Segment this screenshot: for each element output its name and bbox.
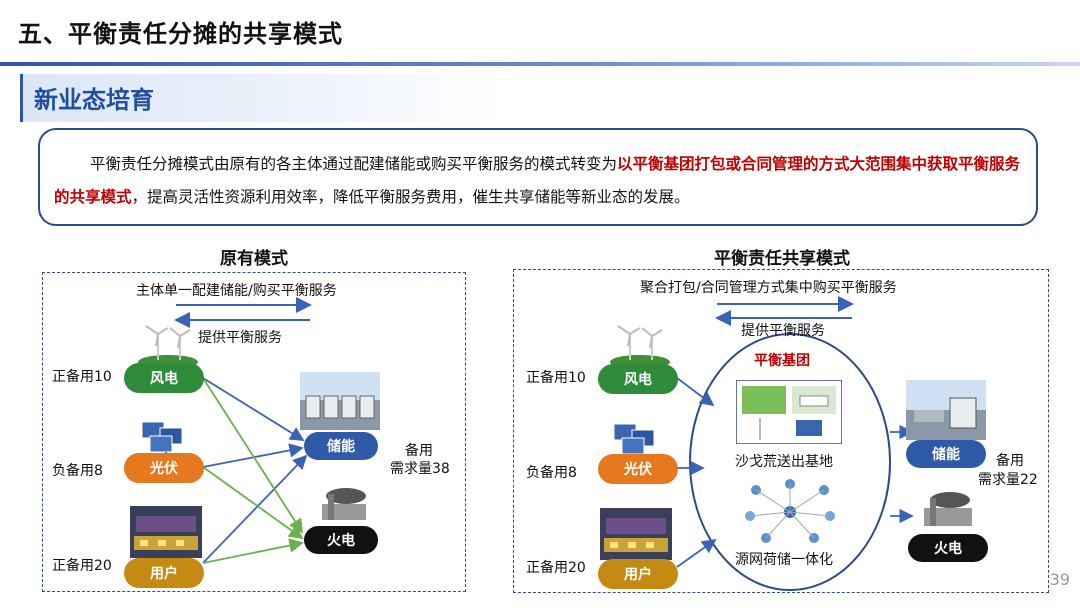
left-user-node: 用户 <box>124 558 204 588</box>
left-solar-node: 光伏 <box>124 453 204 483</box>
left-panel-title: 原有模式 <box>220 249 288 269</box>
right-panel-title: 平衡责任共享模式 <box>714 249 850 269</box>
right-reserve-label-line2: 需求量22 <box>978 472 1038 488</box>
left-storage-node: 储能 <box>304 432 378 460</box>
left-user-note: 正备用20 <box>52 558 112 574</box>
wind-turbine-icon <box>610 325 670 366</box>
left-solar-to-storage <box>202 443 304 468</box>
right-panel-frame <box>513 269 1049 593</box>
right-reserve-label-line1: 备用 <box>996 453 1024 469</box>
left-arrow-bottom-label: 提供平衡服务 <box>198 330 282 346</box>
summary-text-after: ，提高灵活性资源利用效率，降低平衡服务费用，催生共享储能等新业态的发展。 <box>131 188 690 206</box>
right-wind-to-group <box>676 377 715 407</box>
storage-facility-icon <box>300 372 380 430</box>
storage-facility-icon <box>906 380 986 440</box>
integration-network-icon <box>745 479 835 543</box>
summary-highlight: 以平衡基团打包或合同管理的方式大范围集中获取平衡服务的共享模式 <box>54 155 1021 206</box>
section-title: 新业态培育 <box>34 86 154 114</box>
solar-panel-icon <box>613 423 655 460</box>
left-wind-to-storage <box>202 377 305 441</box>
summary-box <box>38 128 1038 226</box>
wind-turbine-icon <box>138 325 198 366</box>
balance-group-label: 平衡基团 <box>754 353 810 369</box>
balance-group-ellipse <box>689 333 891 591</box>
right-user-note: 正备用20 <box>526 560 586 576</box>
right-arrow-bottom-label: 提供平衡服务 <box>741 323 825 339</box>
right-arrow-top-label: 聚合打包/合同管理方式集中购买平衡服务 <box>640 280 897 296</box>
left-wind-to-thermal <box>202 377 303 534</box>
desert-base-label: 沙戈荒送出基地 <box>735 454 833 470</box>
summary-text: 平衡责任分摊模式由原有的各主体通过配建储能或购买平衡服务的模式转变为以平衡基团打… <box>54 148 1024 214</box>
solar-panel-icon <box>141 421 183 458</box>
left-panel-frame <box>42 272 466 592</box>
right-user-to-group <box>676 538 717 568</box>
left-solar-to-thermal <box>202 466 304 540</box>
left-wind-note: 正备用10 <box>52 369 112 385</box>
thermal-plant-icon <box>322 488 366 520</box>
title-divider <box>0 62 1080 66</box>
right-solar-note: 负备用8 <box>526 465 577 481</box>
thermal-plant-icon <box>924 492 972 526</box>
left-user-to-thermal <box>202 538 304 564</box>
right-thermal-node: 火电 <box>908 534 988 562</box>
desert-base-icon <box>736 380 842 444</box>
summary-text-before: 平衡责任分摊模式由原有的各主体通过配建储能或购买平衡服务的模式转变为 <box>90 155 618 173</box>
left-reserve-label-line2: 需求量38 <box>390 461 450 477</box>
left-user-to-storage <box>202 454 308 564</box>
integration-label: 源网荷储一体化 <box>735 552 833 568</box>
user-building-icon <box>600 508 672 560</box>
right-storage-node: 储能 <box>906 440 986 468</box>
right-wind-node: 风电 <box>598 364 678 394</box>
page-number: 39 <box>1049 570 1070 589</box>
page-title: 五、平衡责任分摊的共享模式 <box>18 20 343 48</box>
left-arrow-top-label: 主体单一配建储能/购买平衡服务 <box>136 283 337 299</box>
left-thermal-node: 火电 <box>304 526 378 554</box>
left-solar-note: 负备用8 <box>52 463 103 479</box>
left-wind-node: 风电 <box>124 363 204 393</box>
section-band <box>20 74 500 122</box>
right-solar-node: 光伏 <box>598 454 678 484</box>
left-reserve-label-line1: 备用 <box>405 443 433 459</box>
right-user-node: 用户 <box>598 559 678 589</box>
user-building-icon <box>130 506 202 558</box>
right-wind-note: 正备用10 <box>526 370 586 386</box>
